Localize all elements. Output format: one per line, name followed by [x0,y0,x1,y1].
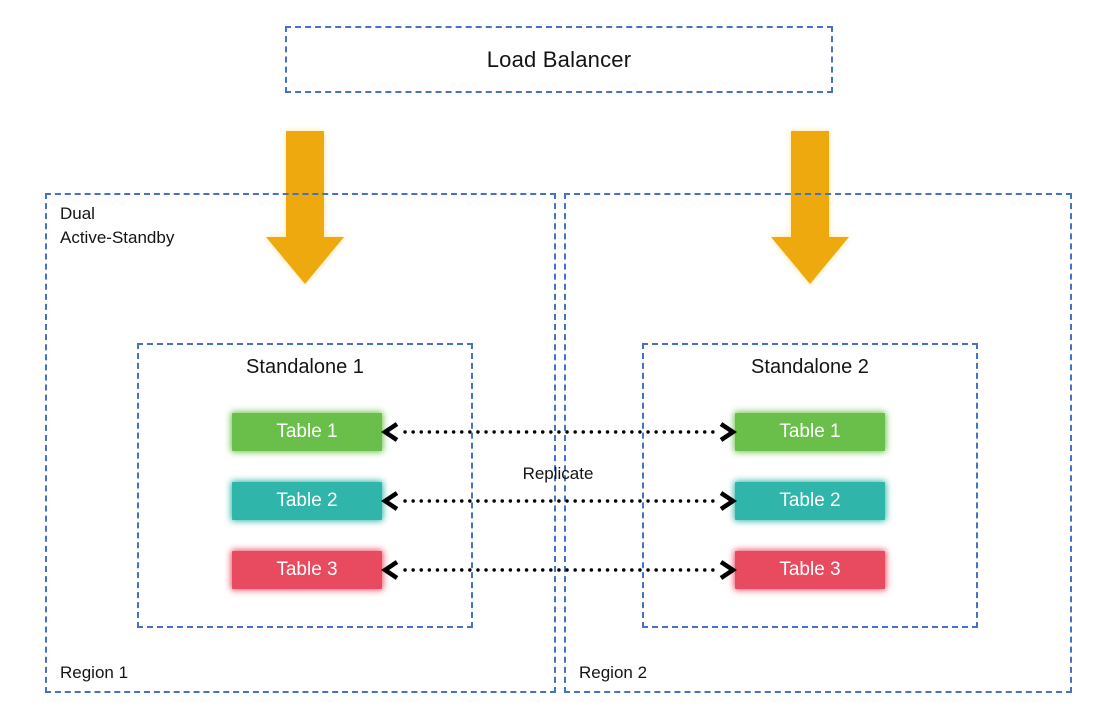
dual-active-standby-label: Dual Active-Standby [60,204,175,247]
table-1-chip-right: Table 1 [735,413,885,451]
down-arrow-icon-left [266,131,344,284]
arrowhead-right-icon [719,422,737,442]
table-3-chip-left: Table 3 [232,551,382,589]
arrowhead-right-icon [719,491,737,511]
table-1-chip-left: Table 1 [232,413,382,451]
down-arrow-shape-left [266,131,344,284]
down-arrow-shape-right [771,131,849,284]
region-2-label: Region 2 [579,663,648,682]
replication-arrow-table-1 [381,422,737,442]
table-2-chip-right: Table 2 [735,482,885,520]
table-1-label-left: Table 1 [276,421,338,442]
table-3-label-left: Table 3 [276,559,338,580]
replicate-label: Replicate [522,464,594,483]
down-arrow-icon-right [771,131,849,284]
replication-arrow-table-2 [381,491,737,511]
region-2-box: Region 2 [564,193,1072,693]
load-balancer-box: Load Balancer [285,26,833,93]
table-1-label-right: Table 1 [779,421,841,442]
region-1-box: Dual Active-Standby Region 1 [45,193,556,693]
arrowhead-left-icon [381,422,399,442]
table-3-chip-right: Table 3 [735,551,885,589]
table-3-label-right: Table 3 [779,559,841,580]
arrowhead-right-icon [719,560,737,580]
table-2-chip-left: Table 2 [232,482,382,520]
replication-arrow-table-3 [381,560,737,580]
table-2-label-left: Table 2 [276,490,338,511]
standalone-1-title: Standalone 1 [246,356,364,378]
standalone-2-title: Standalone 2 [751,356,869,378]
standalone-1-box: Standalone 1 [137,343,473,628]
standalone-2-box: Standalone 2 [642,343,978,628]
arrowhead-left-icon [381,491,399,511]
region-1-label: Region 1 [60,663,129,682]
arrowhead-left-icon [381,560,399,580]
table-2-label-right: Table 2 [779,490,841,511]
load-balancer-label: Load Balancer [486,46,632,72]
